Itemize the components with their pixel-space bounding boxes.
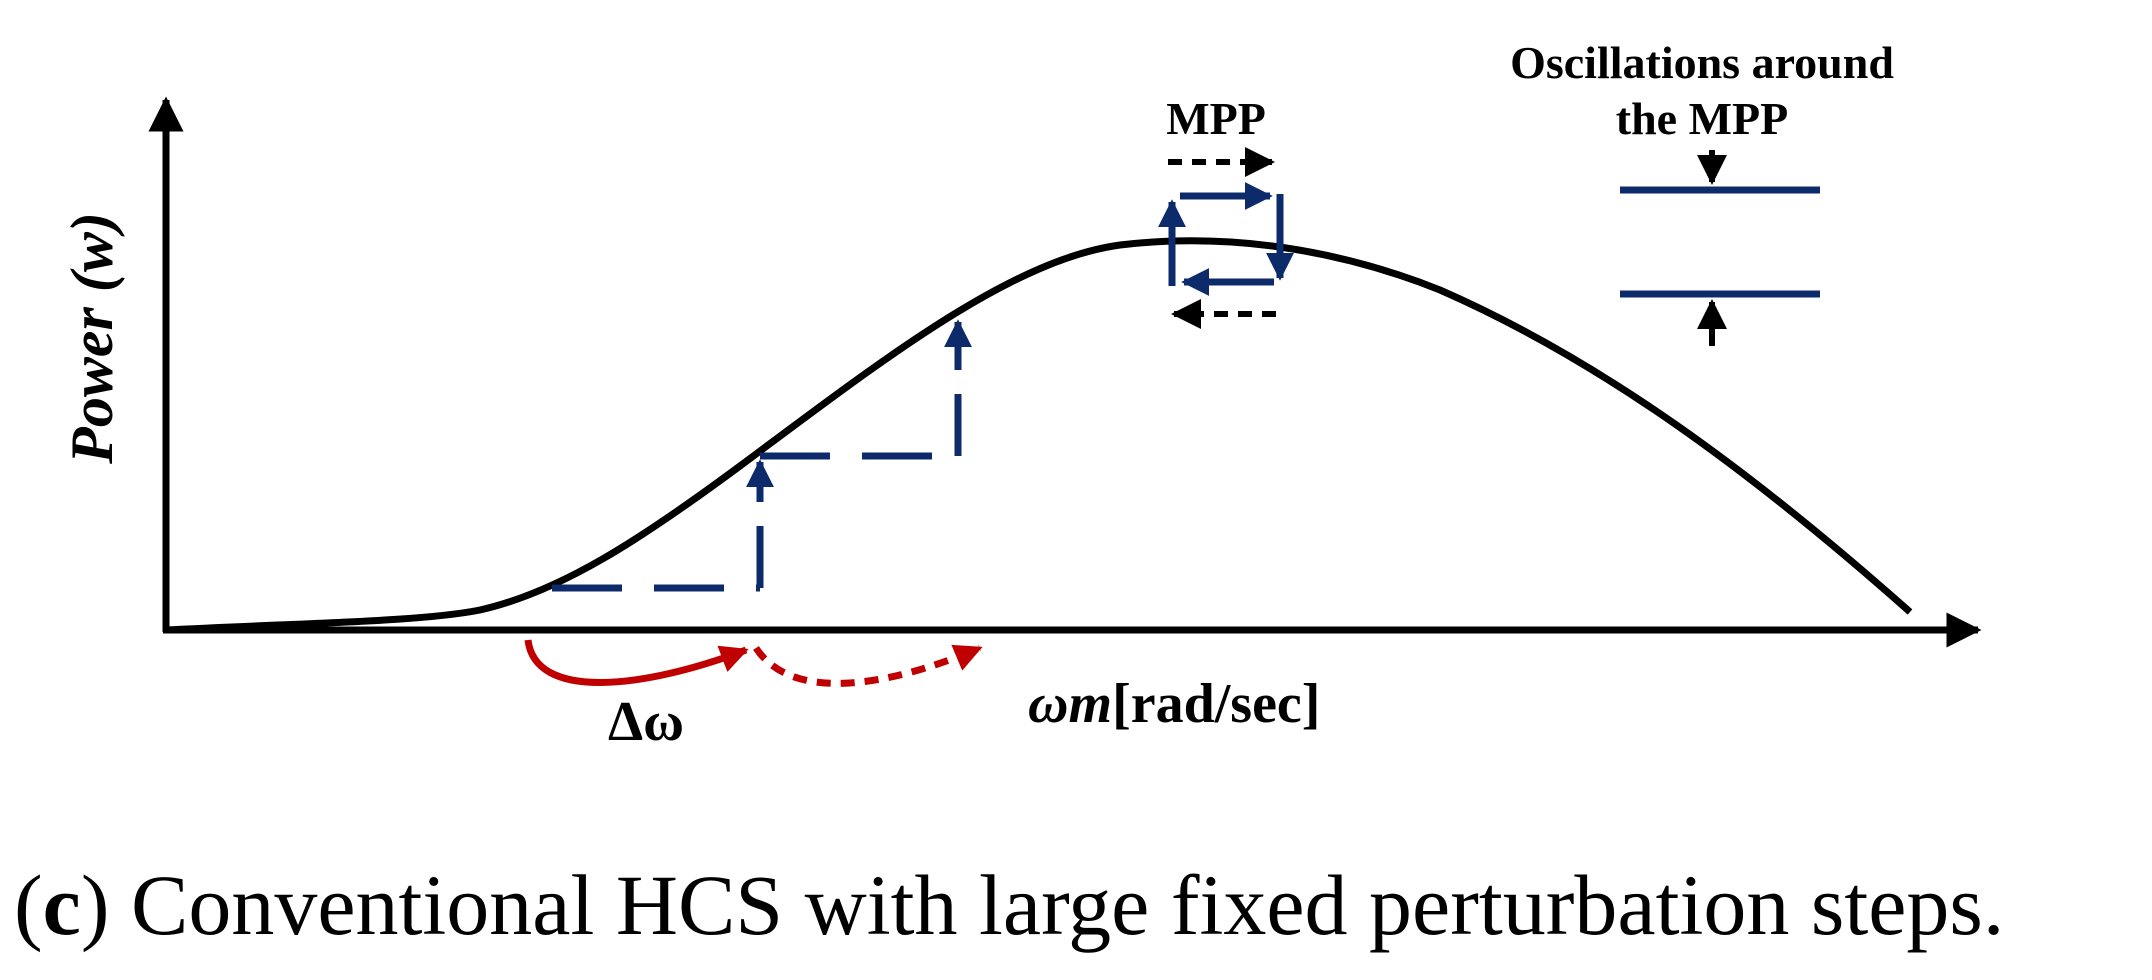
oscillation-label-line1: Oscillations around: [1510, 37, 1894, 88]
perturbation-steps: [552, 319, 972, 592]
power-curve: [165, 237, 1913, 634]
oscillation-band: [1620, 150, 1820, 346]
delta-dashed-arrow: [753, 644, 983, 687]
mpp-loop: [1158, 182, 1294, 296]
delta-solid-arrow: [524, 639, 749, 686]
caption-paren-open: (: [14, 857, 43, 953]
caption-paren-close: ): [80, 857, 110, 953]
caption-text: Conventional HCS with large fixed pertur…: [109, 857, 2005, 953]
y-axis-label: Power (w): [59, 212, 125, 465]
mpp-label: MPP: [1166, 93, 1266, 144]
caption-letter: c: [42, 857, 81, 953]
oscillation-label-line2: the MPP: [1616, 93, 1788, 144]
delta-omega-label: Δω: [608, 691, 684, 753]
x-axis-label: ωm[rad/sec]: [1028, 673, 1320, 735]
axes: [148, 96, 1982, 648]
figure-caption: (c) Conventional HCS with large fixed pe…: [14, 862, 2144, 948]
